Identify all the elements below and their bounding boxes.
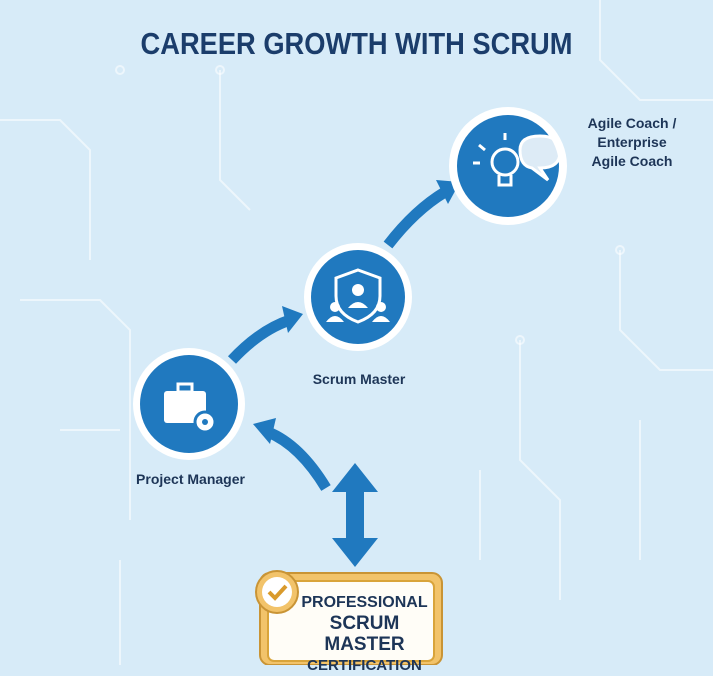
label-line: Agile Coach (591, 153, 673, 169)
cert-line: CERTIFICATION (307, 657, 422, 674)
cert-line: SCRUM MASTER (324, 613, 405, 655)
step-circle-agile-coach (449, 107, 567, 225)
arrow-cert-to-pm (265, 426, 331, 491)
double-arrow (332, 463, 378, 567)
cert-line: PROFESSIONAL (301, 594, 428, 611)
checkmark-badge-icon (267, 584, 288, 601)
label-line: Agile Coach / (587, 115, 677, 131)
label-agile-coach: Agile Coach / Enterprise Agile Coach (578, 114, 686, 171)
progression-arrows (227, 187, 448, 491)
arrow-sm-to-coach (383, 187, 448, 249)
label-project-manager: Project Manager (136, 471, 245, 487)
lightbulb-speech-icon (473, 133, 562, 187)
certification-badge (255, 570, 443, 665)
arrow-pm-to-sm (227, 314, 292, 364)
certification-text: PROFESSIONAL SCRUM MASTER CERTIFICATION (292, 592, 437, 676)
page-title: CAREER GROWTH WITH SCRUM (140, 26, 573, 61)
step-circle-project-manager (133, 348, 245, 460)
step-circle-scrum-master (304, 243, 412, 351)
label-line: Enterprise (597, 134, 667, 150)
briefcase-gear-icon (164, 382, 217, 434)
shield-team-icon (326, 268, 390, 324)
label-scrum-master: Scrum Master (312, 371, 406, 387)
